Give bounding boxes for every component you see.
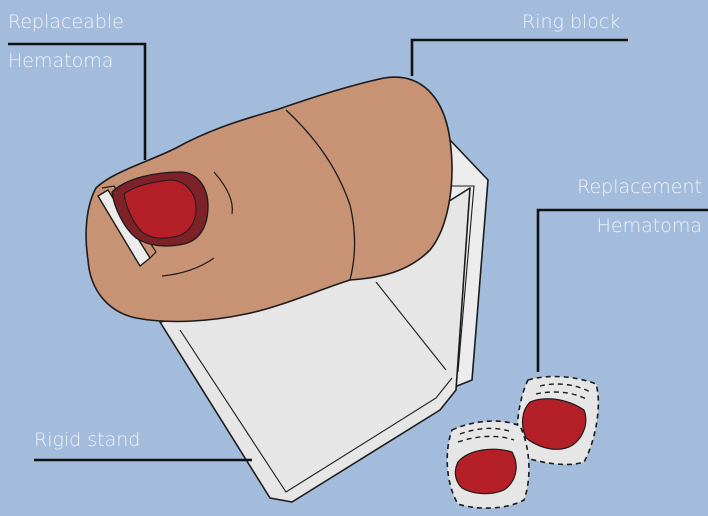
replacement-hematoma-cartridge-2 — [447, 421, 529, 508]
label-replaceable: Replaceable — [8, 13, 124, 32]
cartridge-2-hematoma — [455, 449, 516, 493]
cartridge-1-hematoma — [523, 399, 586, 450]
label-rigid-stand: Rigid stand — [34, 431, 140, 450]
label-replaceable-hematoma: Hematoma — [8, 52, 113, 71]
leader-ring-block — [412, 40, 628, 76]
label-ring-block: Ring block — [522, 13, 620, 32]
label-replacement-hematoma: Hematoma — [597, 217, 702, 236]
label-replacement: Replacement — [577, 178, 702, 197]
replacement-hematoma-cartridge-1 — [517, 377, 598, 465]
